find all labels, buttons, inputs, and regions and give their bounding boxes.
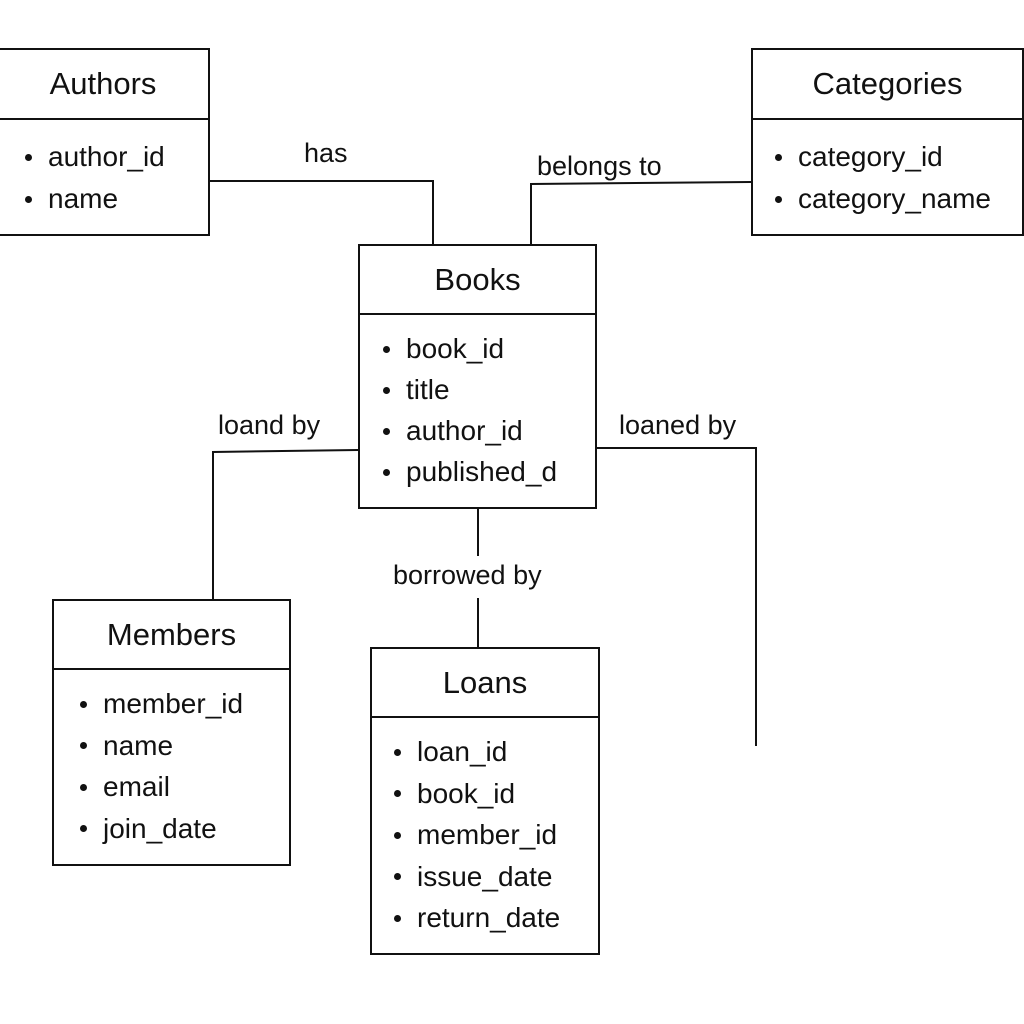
attribute-list-books: book_id title author_id published_d (360, 315, 595, 492)
attribute-list-categories: category_id category_name (753, 120, 1022, 220)
entity-authors[interactable]: Authors author_id name (0, 48, 210, 236)
attribute-published-d: published_d (383, 451, 595, 492)
connector-books-members (212, 449, 359, 599)
attribute-name: name (25, 178, 208, 220)
attribute-join-date: join_date (80, 808, 289, 850)
attribute-member-id: member_id (80, 683, 289, 725)
relationship-label-borrowed-by: borrowed by (393, 560, 542, 590)
entity-title-members: Members (54, 601, 289, 670)
attribute-return-date: return_date (394, 897, 598, 939)
relationship-label-belongs-to: belongs to (537, 151, 662, 181)
relationship-label-has: has (304, 138, 348, 168)
entity-members[interactable]: Members member_id name email join_date (52, 599, 291, 866)
attribute-category-name: category_name (775, 178, 1022, 220)
attribute-loan-id: loan_id (394, 731, 598, 773)
attribute-list-authors: author_id name (0, 120, 208, 220)
entity-categories[interactable]: Categories category_id category_name (751, 48, 1024, 236)
attribute-author-id: author_id (25, 136, 208, 178)
attribute-member-id: member_id (394, 814, 598, 856)
attribute-author-id: author_id (383, 410, 595, 451)
entity-title-categories: Categories (753, 50, 1022, 120)
attribute-list-loans: loan_id book_id member_id issue_date ret… (372, 718, 598, 939)
attribute-list-members: member_id name email join_date (54, 670, 289, 849)
relationship-label-loand-by: loand by (218, 410, 321, 440)
attribute-category-id: category_id (775, 136, 1022, 178)
entity-title-books: Books (360, 246, 595, 315)
connector-authors-books (209, 180, 434, 244)
connector-categories-books (530, 181, 752, 244)
attribute-issue-date: issue_date (394, 856, 598, 898)
entity-loans[interactable]: Loans loan_id book_id member_id issue_da… (370, 647, 600, 955)
connector-books-loaned-by (597, 447, 757, 746)
relationship-label-loaned-by: loaned by (619, 410, 737, 440)
attribute-name: name (80, 725, 289, 767)
entity-books[interactable]: Books book_id title author_id published_… (358, 244, 597, 509)
attribute-book-id: book_id (383, 328, 595, 369)
attribute-title: title (383, 369, 595, 410)
attribute-email: email (80, 766, 289, 808)
attribute-book-id: book_id (394, 773, 598, 815)
entity-title-loans: Loans (372, 649, 598, 718)
entity-title-authors: Authors (0, 50, 208, 120)
